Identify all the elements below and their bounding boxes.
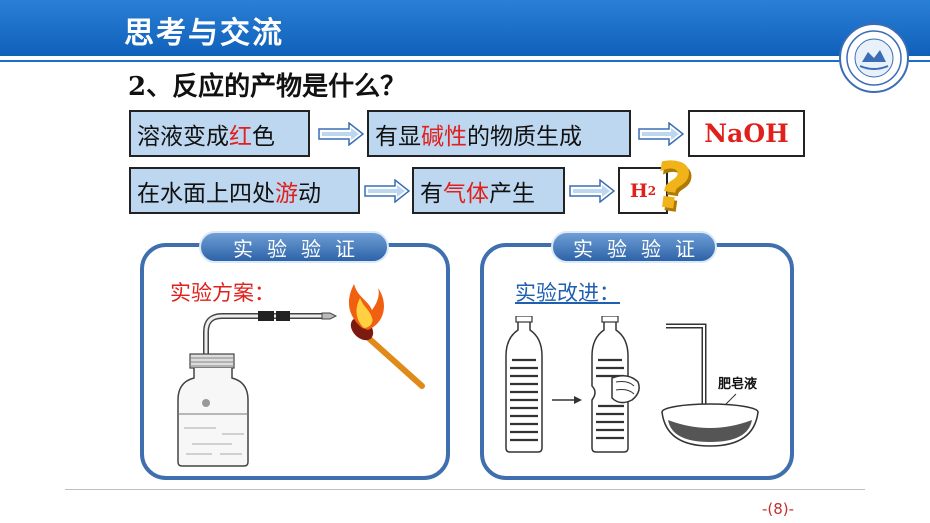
question-mark-icon: ? [649,147,697,227]
question-heading: 2、反应的产物是什么？ [128,72,407,102]
panel-tab-left: 实验验证 [199,231,389,263]
inference-text-end: 的物质生成 [467,123,582,150]
inference-text-end: 产生 [489,180,535,207]
inference-highlight: 气体 [443,180,489,207]
observation-text-end: 动 [298,180,321,207]
banner-divider-lower [0,60,930,62]
experiment-plan-label: 实验方案： [170,281,275,305]
arrow-right-icon [569,179,615,203]
panel-tab-right: 实验验证 [551,231,717,263]
page-title: 思考与交流 [124,16,284,51]
bottle-squeeze-apparatus-icon: 肥皂液 [505,316,759,453]
observation-red-solution: 溶液变成红色 [129,110,310,157]
page-number: -(8)- [762,500,795,518]
observation-highlight: 红 [229,123,252,150]
observation-highlight: 游 [275,180,298,207]
product-naoh: NaOH [688,110,805,157]
inference-alkaline: 有显碱性的物质生成 [367,110,631,157]
observation-text: 在水面上四处 [137,180,275,207]
observation-text: 溶液变成 [137,123,229,150]
title-banner [0,0,930,58]
inference-text: 有 [420,180,443,207]
footer-divider [65,489,865,490]
inference-text: 有显 [375,123,421,150]
banner-divider [0,56,930,59]
inference-gas: 有气体产生 [412,167,565,214]
inference-highlight: 碱性 [421,123,467,150]
observation-text-end: 色 [252,123,275,150]
improved-experiment-label: 实验改进： [515,281,620,305]
arrow-right-icon [318,122,364,146]
soap-solution-label: 肥皂液 [718,376,757,392]
product-label: H [629,179,648,202]
arrow-right-icon [638,122,684,146]
arrow-right-icon [364,179,410,203]
observation-moving: 在水面上四处游动 [129,167,360,214]
gas-bottle-apparatus-icon [177,284,425,467]
product-label: NaOH [704,119,789,148]
school-seal-icon [839,23,909,93]
product-subscript: 2 [647,183,657,198]
